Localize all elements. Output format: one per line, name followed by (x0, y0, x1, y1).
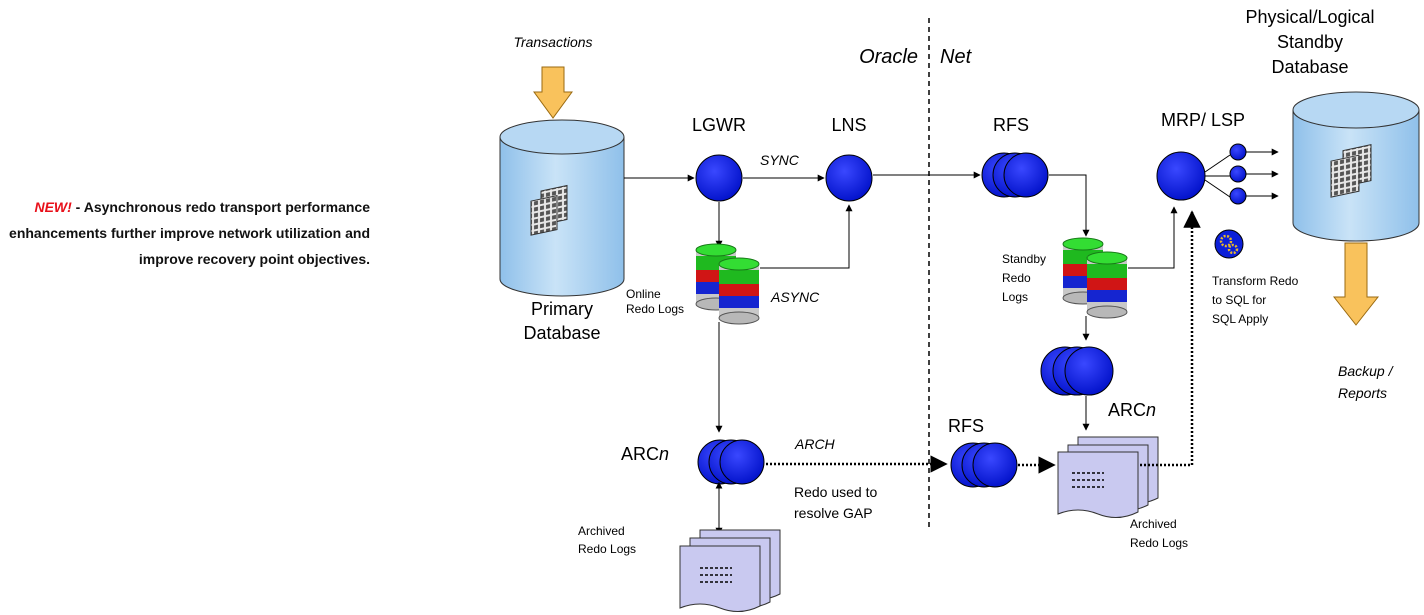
mrp-lsp-label: MRP/ LSP (1161, 110, 1245, 130)
backup-arrow-icon (1332, 242, 1380, 326)
archived-logs-left-icon (679, 529, 781, 612)
arcn-left-process (697, 439, 765, 485)
archived-left-label-line2: Redo Logs (578, 542, 636, 556)
standby-db-label-line3: Database (1271, 57, 1348, 77)
standby-database-icon (1292, 91, 1420, 242)
arcn-right-prefix: ARC (1108, 400, 1146, 420)
mrp-lsp-process (1156, 151, 1206, 201)
arch-label: ARCH (794, 436, 836, 452)
lns-process (825, 154, 873, 202)
archived-logs-right-icon (1057, 436, 1159, 518)
archived-right-label-line1: Archived (1130, 517, 1177, 531)
rfs-to-standby-logs-arrow (1049, 174, 1090, 237)
arcn-left-label: ARCn (621, 444, 669, 464)
arcn-left-suffix: n (659, 444, 669, 464)
oracle-label: Oracle (859, 46, 918, 68)
gap-label-line2: resolve GAP (794, 505, 873, 521)
gap-label-line1: Redo used to (794, 484, 877, 500)
async-arrow (760, 204, 853, 269)
rfs-top-label: RFS (993, 115, 1029, 135)
standby-logs-label-line2: Redo (1002, 271, 1031, 285)
rfs-bottom-process (950, 442, 1018, 488)
standby-logs-to-mrp-arrow (1128, 206, 1178, 269)
rfs-bottom-label: RFS (948, 416, 984, 436)
online-logs-label-line1: Online (626, 287, 661, 301)
primary-label-line1: Primary (531, 299, 593, 319)
standby-redo-logs-icon (1062, 237, 1128, 319)
arcn-right-process (1040, 346, 1114, 396)
apply-streams (1204, 143, 1279, 205)
lns-label: LNS (831, 115, 866, 135)
online-redo-logs-icon (695, 243, 760, 325)
online-logs-label-line2: Redo Logs (626, 302, 684, 316)
lgwr-process (695, 154, 743, 202)
archived-right-label-line2: Redo Logs (1130, 536, 1188, 550)
transform-label-line2: to SQL for (1212, 293, 1266, 307)
gear-icon (1214, 229, 1244, 259)
sync-label: SYNC (760, 152, 800, 168)
standby-db-label-line2: Standby (1277, 32, 1343, 52)
rfs-top-process (981, 152, 1049, 198)
standby-logs-label-line3: Logs (1002, 290, 1028, 304)
primary-database-icon (499, 119, 625, 297)
transform-label-line1: Transform Redo (1212, 274, 1299, 288)
async-label: ASYNC (770, 289, 820, 305)
arcn-right-suffix: n (1146, 400, 1156, 420)
feature-note: NEW! - Asynchronous redo transport perfo… (0, 194, 370, 272)
transactions-arrow-icon (533, 66, 573, 119)
arcn-left-prefix: ARC (621, 444, 659, 464)
backup-label-line1: Backup / (1338, 363, 1395, 379)
archived-to-mrp-arrow (1140, 210, 1201, 467)
net-label: Net (940, 46, 973, 68)
arcn-right-label: ARCn (1108, 400, 1156, 420)
standby-db-label-line1: Physical/Logical (1245, 7, 1374, 27)
note-text: - Asynchronous redo transport performanc… (9, 199, 370, 267)
transform-label-line3: SQL Apply (1212, 312, 1268, 326)
archived-left-label-line1: Archived (578, 524, 625, 538)
new-tag: NEW! (34, 199, 72, 215)
transactions-label: Transactions (513, 34, 592, 50)
primary-label-line2: Database (523, 323, 600, 343)
backup-label-line2: Reports (1338, 385, 1387, 401)
lgwr-label: LGWR (692, 115, 746, 135)
standby-logs-label-line1: Standby (1002, 252, 1046, 266)
